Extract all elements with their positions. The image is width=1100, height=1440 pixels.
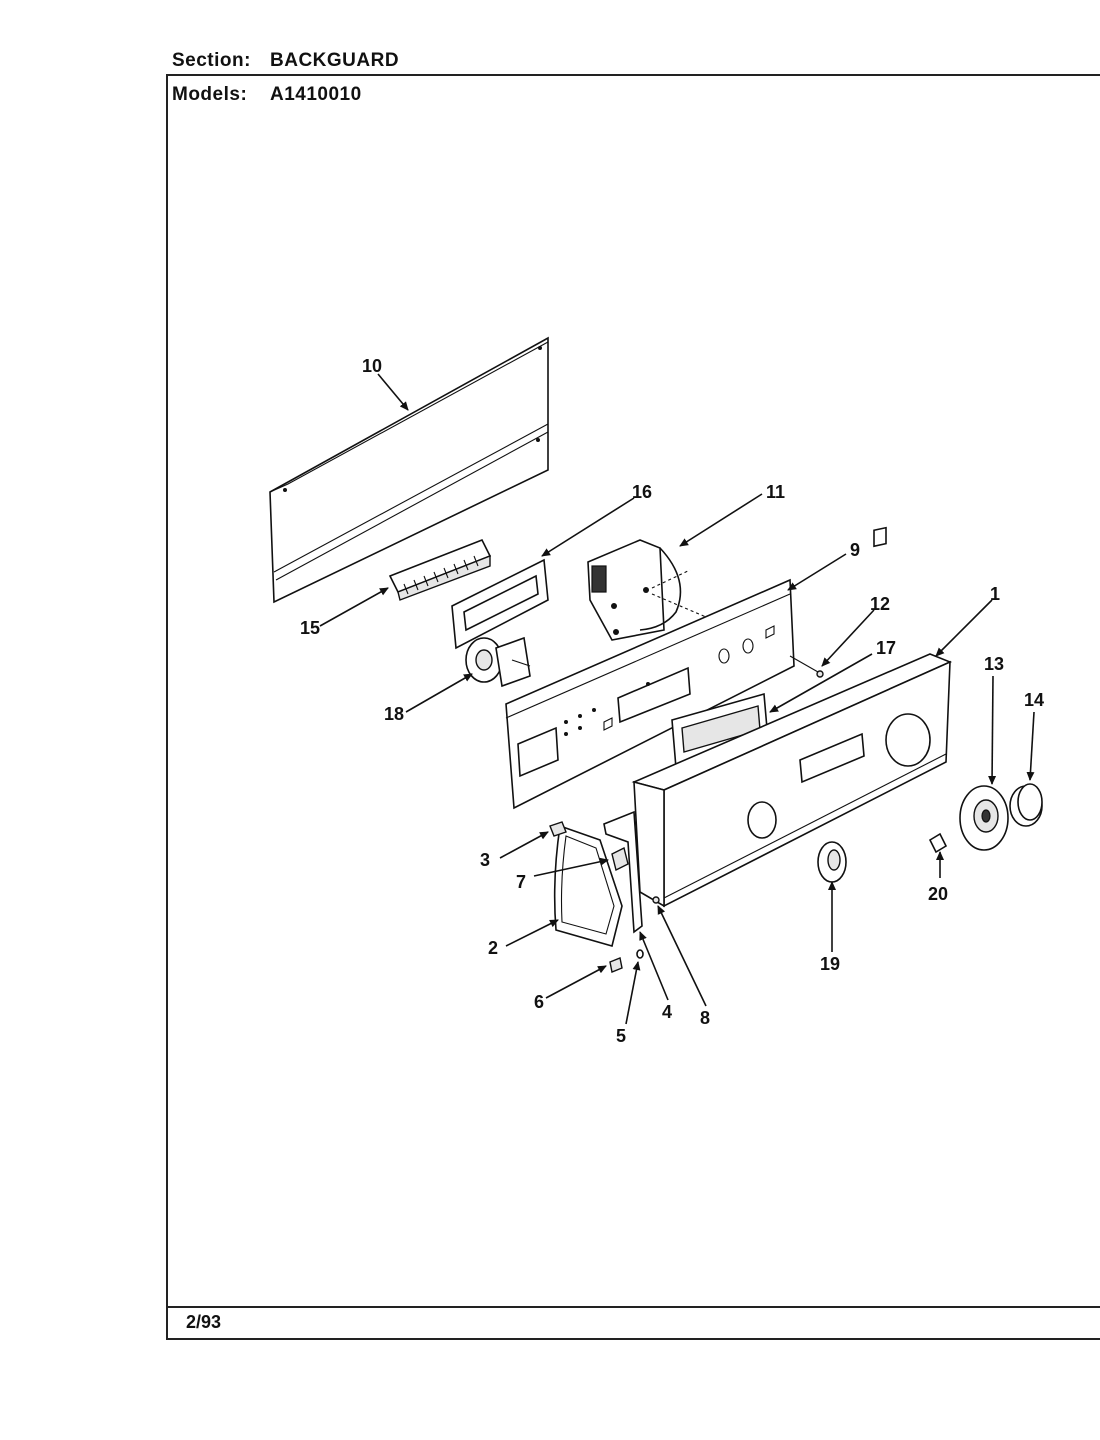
callout-2: 2 (488, 938, 498, 958)
part-4-trim (603, 810, 643, 934)
callout-11: 11 (766, 482, 785, 502)
callout-labels: 10 16 11 9 12 17 1 13 14 15 18 3 7 2 6 5… (300, 356, 1044, 1046)
part-8-screw (652, 896, 660, 904)
callout-9: 9 (850, 540, 860, 560)
part-10-top-panel (269, 336, 549, 604)
leader-12 (821, 609, 875, 667)
callout-1: 1 (990, 584, 1000, 604)
callout-6: 6 (534, 992, 544, 1012)
leader-16 (541, 497, 635, 557)
callout-14: 14 (1024, 690, 1044, 710)
part-6-clip (609, 957, 623, 973)
callout-7: 7 (516, 872, 526, 892)
leader-9 (787, 553, 847, 591)
leader-18 (405, 673, 473, 713)
leader-1 (935, 599, 993, 657)
leader-14 (1026, 711, 1035, 781)
revision-date: 2/93 (186, 1312, 222, 1332)
leader-11 (679, 493, 763, 547)
section-value: BACKGUARD (270, 50, 400, 71)
part-11-switch (587, 539, 761, 641)
callout-15: 15 (300, 618, 320, 638)
section-label: Section: (172, 50, 251, 71)
leader-15 (319, 587, 389, 627)
leader-5 (625, 961, 641, 1025)
callout-8: 8 (700, 1008, 710, 1028)
callout-20: 20 (928, 884, 948, 904)
callout-3: 3 (480, 850, 490, 870)
callout-19: 19 (820, 954, 840, 974)
leader-3 (499, 831, 549, 859)
part-3-clip (549, 821, 567, 837)
part-9-control-panel (505, 578, 819, 810)
part-2-end-cap (553, 824, 623, 947)
part-14-knob (1009, 783, 1043, 827)
part-20-button (928, 832, 948, 854)
callout-12: 12 (870, 594, 890, 614)
callout-4: 4 (662, 1002, 672, 1022)
part-5-spacer (636, 949, 644, 959)
part-15-terminal-block (388, 538, 492, 601)
leader-6 (545, 965, 607, 999)
leader-lines (319, 373, 1035, 1025)
callout-5: 5 (616, 1026, 626, 1046)
part-7-bracket (611, 846, 629, 872)
diagram-frame (166, 74, 1100, 1340)
leader-10 (377, 373, 409, 411)
models-value: A1410010 (270, 84, 362, 105)
leader-8 (657, 905, 707, 1007)
part-1-backguard (631, 526, 953, 908)
part-13-knob-skirt (959, 785, 1009, 851)
callout-18: 18 (384, 704, 404, 724)
part-19-knob (817, 841, 847, 883)
leader-17 (769, 653, 873, 713)
leader-2 (505, 919, 559, 947)
footer-divider (166, 1306, 1100, 1308)
leader-4 (639, 931, 669, 1001)
leader-7 (533, 857, 609, 877)
models-label: Models: (172, 84, 248, 105)
callout-13: 13 (984, 654, 1004, 674)
leader-13 (988, 675, 997, 785)
callout-16: 16 (632, 482, 652, 502)
callout-17: 17 (876, 638, 896, 658)
part-18-timer (465, 636, 531, 688)
part-12-screw (816, 670, 824, 678)
callout-10: 10 (362, 356, 382, 376)
part-16-bracket (451, 558, 549, 650)
